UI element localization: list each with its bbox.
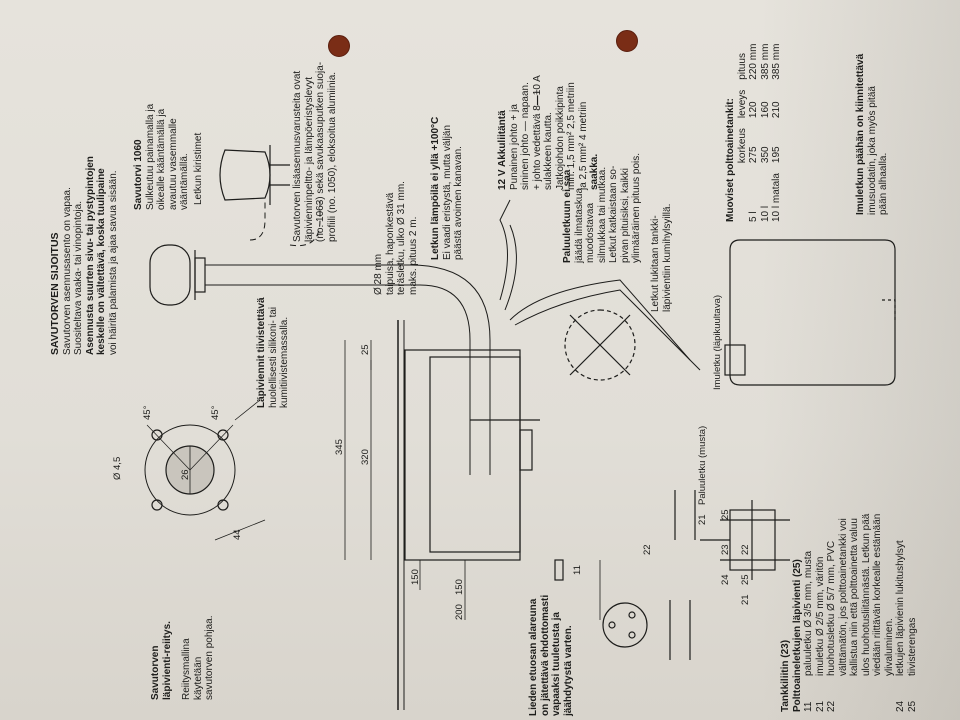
hole-center-label: 26	[180, 469, 191, 480]
callout-25: 25	[720, 509, 731, 520]
wire-minus-label: —	[532, 95, 543, 105]
fittings-drawing	[669, 490, 696, 660]
no-loop-symbol	[564, 309, 636, 381]
dimension-150b: 150	[454, 579, 465, 595]
callout-21b: 21	[740, 594, 751, 605]
hole-angle-label: 45°	[210, 405, 221, 420]
callout-25b: 25	[740, 574, 751, 585]
callout-22b: 22	[740, 544, 751, 555]
punch-hole	[328, 35, 350, 57]
imuletku-label: Imuletku (läpikuultava)	[712, 295, 723, 390]
tank-connector-detail	[700, 500, 790, 580]
callout-22: 22	[642, 544, 653, 555]
callout-24: 24	[720, 574, 731, 585]
dimension-345: 345	[334, 439, 345, 455]
dimension-200: 200	[454, 604, 465, 620]
callout-21: 21	[697, 514, 708, 525]
paluuletku-label: Paluuletku (musta)	[697, 426, 708, 505]
hole-dia-label: Ø 4,5	[112, 457, 123, 480]
dimension-25: 25	[360, 344, 371, 355]
connector-pins-drawing	[602, 602, 648, 648]
page-shadow	[760, 0, 960, 720]
wire-plus-label: +	[532, 89, 543, 95]
dimension-lines	[344, 340, 601, 620]
dimension-150: 150	[410, 569, 421, 585]
hole-template-drawing	[144, 399, 266, 541]
callout-11: 11	[572, 565, 583, 575]
hole-angle-label: 45°	[142, 405, 153, 420]
flue-cap-drawing	[149, 244, 206, 306]
fuel-tank-drawing	[724, 239, 896, 386]
heater-body-drawing	[404, 349, 564, 581]
rooftop-cowl-drawing	[219, 145, 290, 205]
exhaust-pipe-drawing	[205, 200, 491, 475]
dimension-320: 320	[360, 449, 371, 465]
hole-side-label: 44	[232, 529, 243, 540]
fuel-lines-drawing	[499, 199, 701, 371]
callout-23: 23	[720, 544, 731, 555]
punch-hole	[616, 30, 638, 52]
